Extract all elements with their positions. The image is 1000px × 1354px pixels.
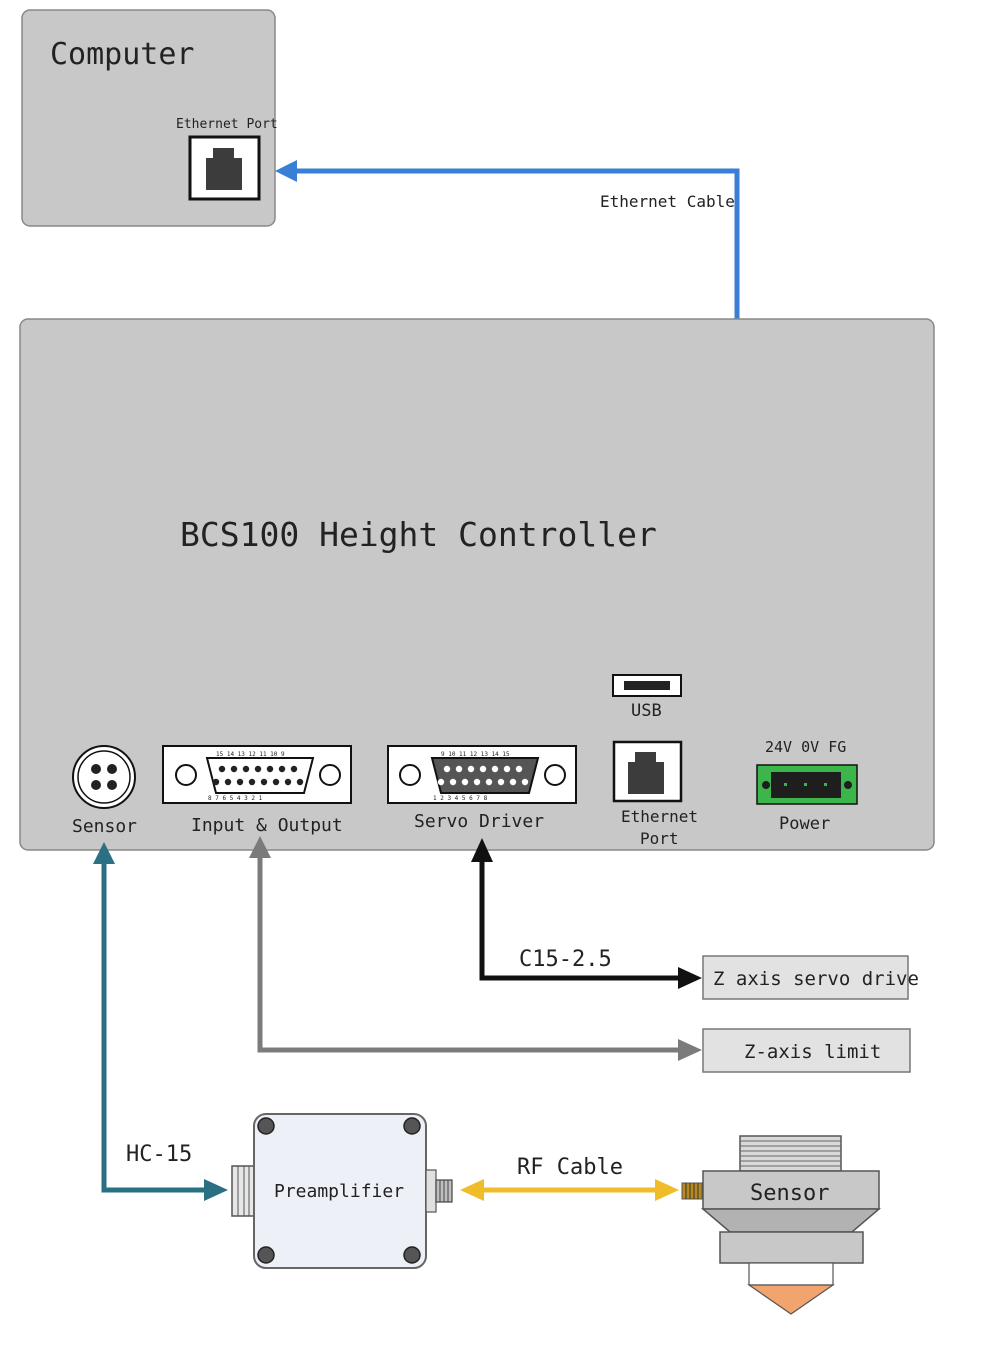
usb-port — [612, 674, 682, 697]
z-servo-drive-box: Z axis servo drive — [702, 955, 919, 1000]
controller-panel: BCS100 Height Controller USB Sensor — [19, 318, 935, 851]
usb-label: USB — [631, 701, 662, 721]
servo-db15-connector: 9 10 11 12 13 14 15 1 2 3 4 5 6 7 8 — [387, 745, 577, 804]
power-connector — [756, 764, 858, 805]
controller-title: BCS100 Height Controller — [180, 515, 657, 554]
computer-title: Computer — [50, 37, 195, 72]
z-axis-limit-box: Z-axis limit — [702, 1028, 911, 1073]
servo-pin-numbers-bottom: 1 2 3 4 5 6 7 8 — [433, 795, 488, 802]
sensor-cable: HC-15 — [93, 842, 228, 1201]
io-db15-connector: 15 14 13 12 11 10 9 8 7 6 5 4 3 2 1 — [162, 745, 352, 804]
sensor-cable-label: HC-15 — [126, 1142, 192, 1167]
rf-cable-label: RF Cable — [517, 1155, 623, 1180]
servo-cable-label: C15-2.5 — [519, 947, 612, 972]
sensor-port-label: Sensor — [72, 816, 137, 837]
sensor-connector — [72, 745, 136, 809]
computer-box: Computer Ethernet Port — [21, 9, 278, 227]
servo-cable: C15-2.5 — [471, 838, 702, 989]
computer-port-label: Ethernet Port — [176, 117, 278, 132]
ethernet-cable-label: Ethernet Cable — [600, 192, 735, 211]
io-port-label: Input & Output — [191, 815, 343, 836]
io-pin-numbers-top: 15 14 13 12 11 10 9 — [216, 751, 285, 758]
preamplifier: Preamplifier — [231, 1113, 453, 1269]
computer-ethernet-port — [188, 135, 261, 201]
rf-cable: RF Cable — [460, 1155, 679, 1201]
preamplifier-label: Preamplifier — [274, 1181, 404, 1202]
power-pins-label: 24V 0V FG — [765, 738, 846, 756]
ethernet-port-label-line1: Ethernet — [621, 807, 698, 826]
io-pin-numbers-bottom: 8 7 6 5 4 3 2 1 — [208, 795, 263, 802]
sensor-head: Sensor — [681, 1135, 882, 1315]
servo-port-label: Servo Driver — [414, 811, 544, 832]
power-label: Power — [779, 814, 830, 834]
z-servo-drive-label: Z axis servo drive — [713, 968, 919, 990]
io-cable — [249, 836, 702, 1061]
z-axis-limit-label: Z-axis limit — [744, 1041, 881, 1063]
servo-pin-numbers-top: 9 10 11 12 13 14 15 — [441, 751, 510, 758]
controller-ethernet-port — [612, 740, 683, 803]
sensor-head-label: Sensor — [750, 1181, 829, 1206]
ethernet-port-label-line2: Port — [640, 829, 679, 848]
